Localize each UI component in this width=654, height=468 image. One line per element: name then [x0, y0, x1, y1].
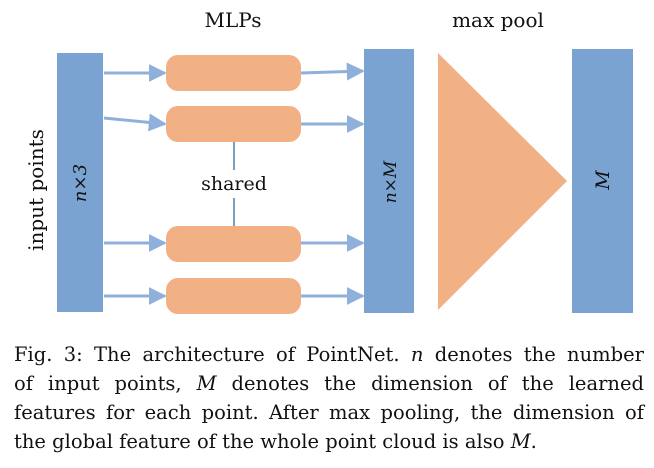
caption-var-m: M [196, 372, 217, 395]
caption-text-1: The architecture of PointNet. [94, 343, 400, 366]
input-box-label: n×3 [70, 164, 91, 202]
mlps-title: MLPs [205, 8, 262, 32]
global-feature-box [572, 49, 633, 313]
caption-text-2: denotes the number [434, 343, 644, 366]
global-feature-label: M [592, 170, 614, 191]
arrow-input-mlp-2 [103, 113, 167, 132]
input-box [57, 53, 103, 312]
caption-var-n: n [410, 343, 424, 366]
caption-text-3: of input points, [14, 372, 182, 395]
mlp-block-1 [166, 55, 301, 91]
maxpool-triangle [438, 53, 567, 310]
pointnet-diagram: MLPs max pool input points n×3 shared n×… [24, 8, 633, 314]
caption-line-3: features for each point. After max pooli… [14, 398, 644, 427]
caption-line-4: the global feature of the whole point cl… [14, 427, 644, 456]
caption-line-1: Fig. 3: The architecture of PointNet. n … [14, 340, 644, 369]
caption-text-7: . [530, 430, 537, 453]
feature-box [364, 49, 414, 313]
mlp-block-4 [166, 278, 301, 314]
mlp-block-3 [166, 226, 301, 262]
caption-text-6: the global feature of the whole point cl… [14, 430, 505, 453]
input-points-label: input points [24, 129, 48, 251]
caption-line-2: of input points, M denotes the dimension… [14, 369, 644, 398]
caption-var-m2: M [510, 430, 531, 453]
mlp-block-2 [166, 106, 301, 142]
caption-text-5: features for each point. After max pooli… [14, 401, 644, 424]
maxpool-title: max pool [452, 8, 544, 32]
figure-caption: Fig. 3: The architecture of PointNet. n … [14, 340, 644, 456]
shared-label: shared [201, 173, 267, 195]
caption-fig-label: Fig. 3: [14, 343, 83, 366]
feature-box-label: n×M [381, 160, 401, 203]
arrow-mlp-mid-1 [300, 62, 365, 81]
caption-text-4: denotes the dimension of the learned [231, 372, 644, 395]
